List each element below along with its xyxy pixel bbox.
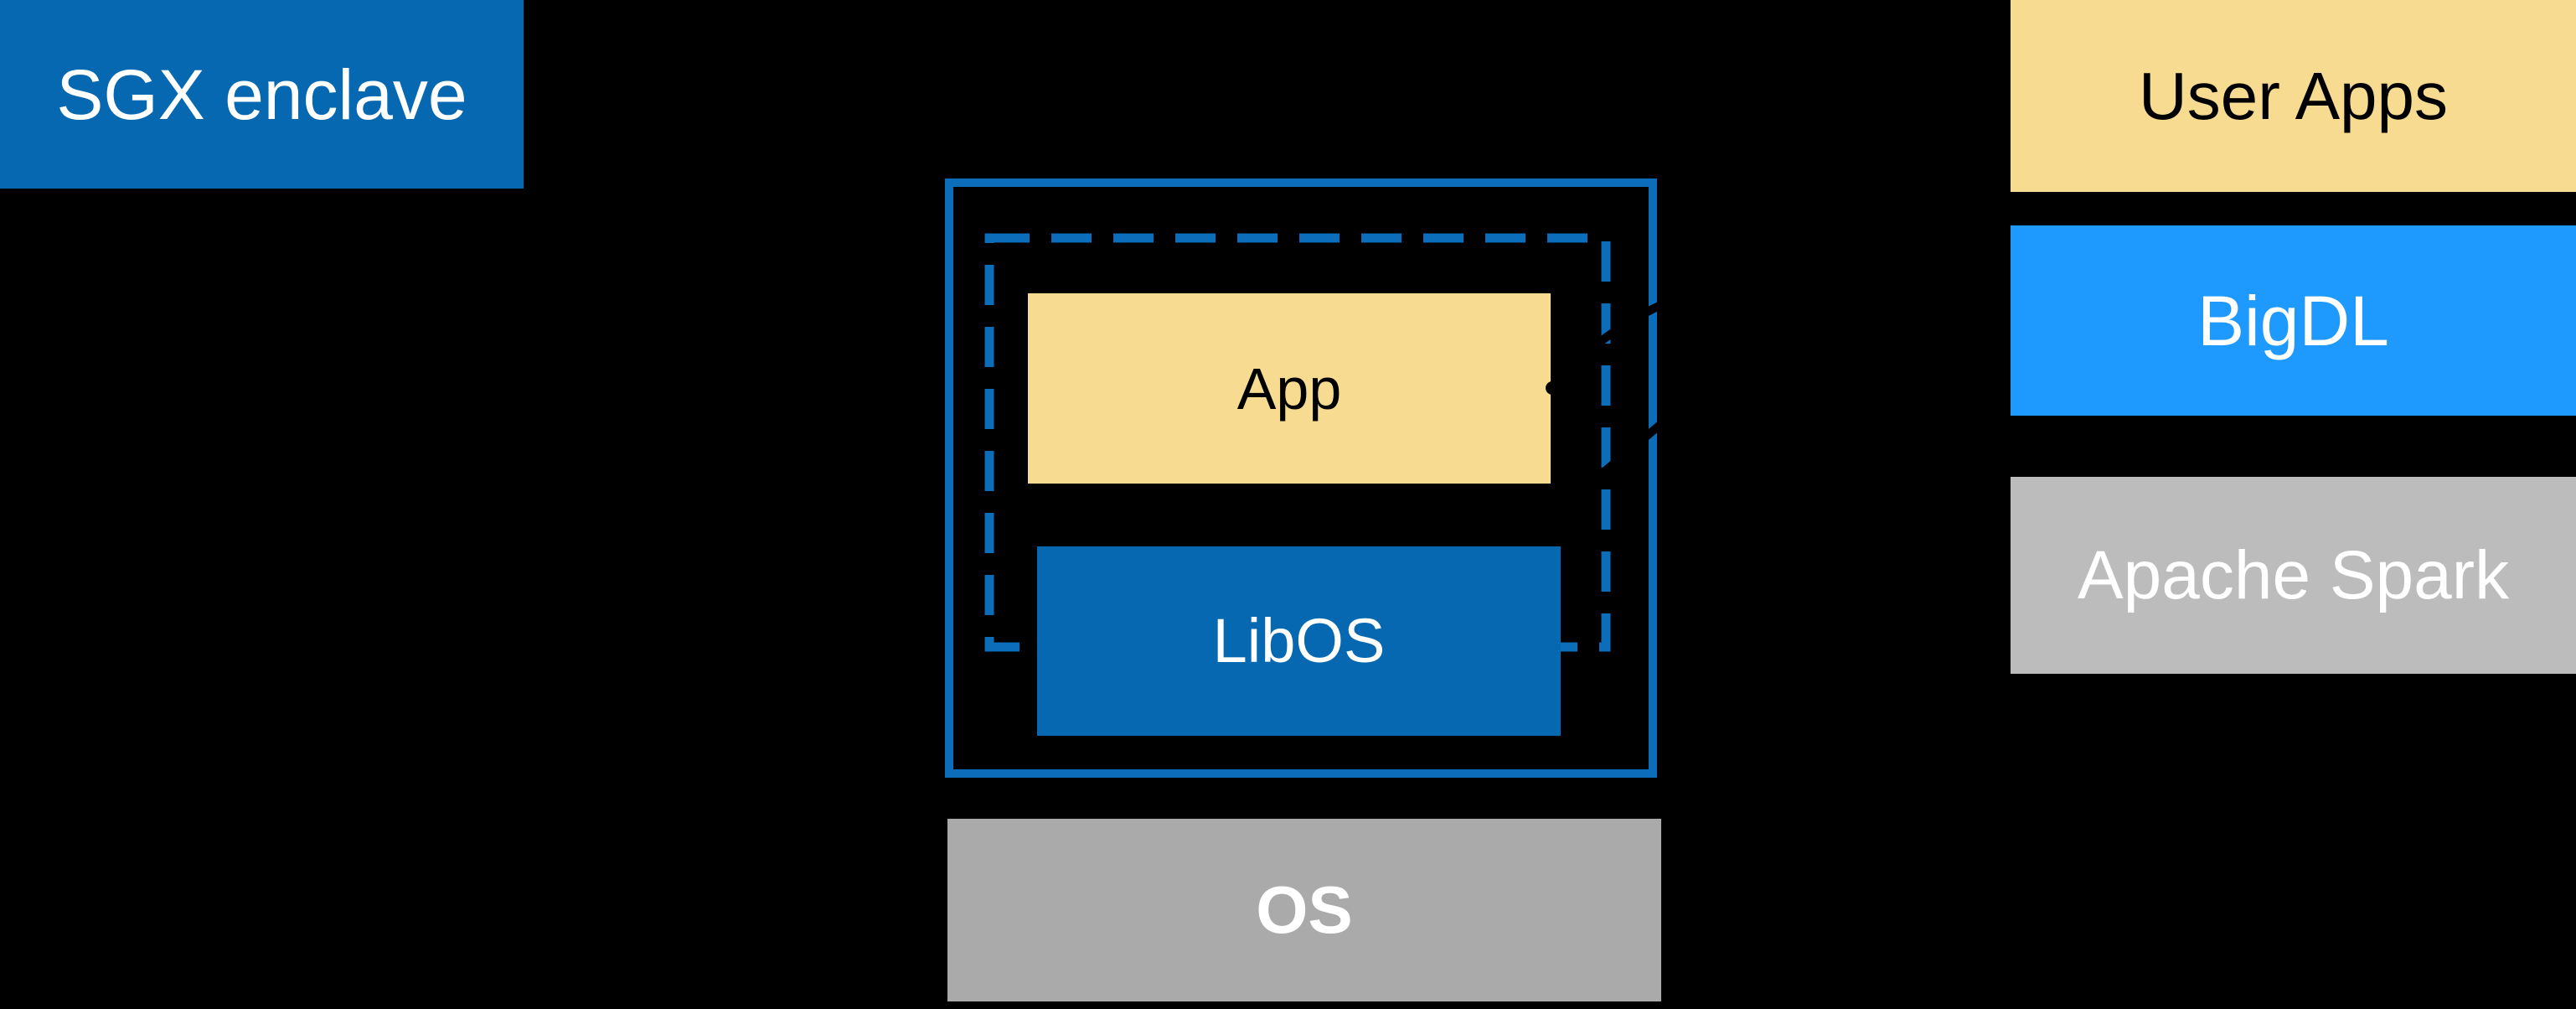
apache-spark-label: Apache Spark <box>2077 536 2510 613</box>
enclave-solid-border <box>945 179 1657 778</box>
os-label: OS <box>1256 872 1353 947</box>
app-box: App <box>1028 293 1551 484</box>
os-box: OS <box>947 819 1661 1001</box>
app-label: App <box>1236 355 1342 422</box>
libos-box: LibOS <box>1037 546 1561 736</box>
bigdl-to-app-arrow <box>1549 263 2005 391</box>
user-apps-label: User Apps <box>2138 58 2449 133</box>
sgx-enclave-label-box: SGX enclave <box>0 0 524 189</box>
enclave-to-sgx-label-arrowhead <box>519 509 532 522</box>
user-apps-box: User Apps <box>2011 0 2576 192</box>
bigdl-box: BigDL <box>2011 225 2576 416</box>
user-apps-to-libos-arrow <box>1540 133 2007 526</box>
bigdl-label: BigDL <box>2197 281 2389 360</box>
apache-spark-box: Apache Spark <box>2011 477 2576 674</box>
libos-label: LibOS <box>1212 606 1386 675</box>
enclave-dashed-boundary <box>984 233 1611 652</box>
bigdl-to-app-arrowhead <box>1546 381 1559 395</box>
sgx-enclave-label: SGX enclave <box>56 54 467 134</box>
